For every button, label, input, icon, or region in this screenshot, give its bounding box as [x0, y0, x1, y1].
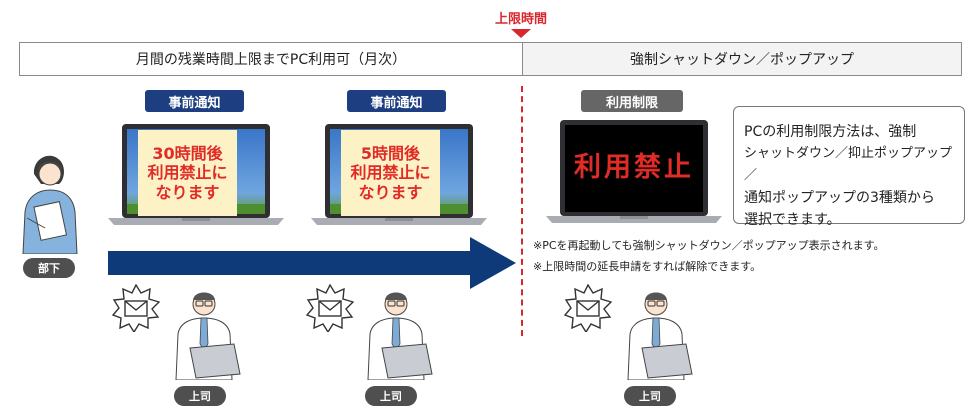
info-line-1: PCの利用制限方法は、強制: [744, 124, 917, 140]
period-bar: 月間の残業時間上限までPC利用可（月次） 強制シャットダウン／ポップアップ: [19, 42, 962, 76]
laptop-1-line-2: 利用禁止に: [147, 163, 228, 183]
boss-label-3: 上司: [624, 386, 676, 406]
mail-burst-icon-2: [306, 284, 354, 332]
boss-label-2: 上司: [365, 386, 417, 406]
laptop-1-line-3: なります: [155, 182, 220, 202]
limit-marker-triangle: [511, 29, 531, 38]
boss-label-1: 上司: [174, 386, 226, 406]
boss-person-icon-2: [367, 292, 433, 380]
laptop-1-line-1: 30時間後: [152, 144, 223, 164]
info-line-3: 通知ポップアップの3種類から: [744, 190, 935, 206]
boss-person-icon-3: [627, 292, 693, 380]
info-line-4: 選択できます。: [744, 212, 841, 228]
limit-divider-line: [521, 86, 523, 336]
laptop-2-line-2: 利用禁止に: [350, 163, 431, 183]
info-line-2: シャットダウン／抑止ポップアップ／: [744, 146, 953, 183]
footnote-1: ※PCを再起動しても強制シャットダウン／ポップアップ表示されます。: [533, 239, 885, 252]
subordinate-label: 部下: [23, 258, 75, 278]
period-restricted: 強制シャットダウン／ポップアップ: [523, 43, 961, 75]
mail-burst-icon-3: [564, 284, 612, 332]
laptop-3-icon: [546, 120, 722, 223]
subordinate-person-icon: [22, 155, 78, 254]
laptop-2-line-3: なります: [358, 182, 423, 202]
notice-badge-1: 事前通知: [145, 90, 244, 112]
restriction-badge: 利用制限: [581, 90, 683, 112]
laptop-2-line-1: 5時間後: [360, 144, 421, 164]
laptop-2-message: 5時間後 利用禁止に なります: [341, 130, 440, 216]
laptop-2-popup: [341, 130, 440, 216]
footnote-2: ※上限時間の延長申請をすれば解除できます。: [533, 260, 762, 273]
limit-time-label: 上限時間: [494, 12, 547, 27]
timeline-arrow: [108, 237, 516, 289]
info-box: PCの利用制限方法は、強制 シャットダウン／抑止ポップアップ／ 通知ポップアップ…: [733, 106, 965, 228]
laptop-1-popup: [138, 130, 237, 216]
notice-badge-2: 事前通知: [347, 90, 446, 112]
boss-person-icon-1: [175, 292, 241, 380]
period-allowed: 月間の残業時間上限までPC利用可（月次）: [20, 43, 523, 75]
laptop-1-message: 30時間後 利用禁止に なります: [138, 130, 237, 216]
blocked-message: 利用禁止: [574, 152, 694, 184]
mail-burst-icon-1: [112, 284, 160, 332]
